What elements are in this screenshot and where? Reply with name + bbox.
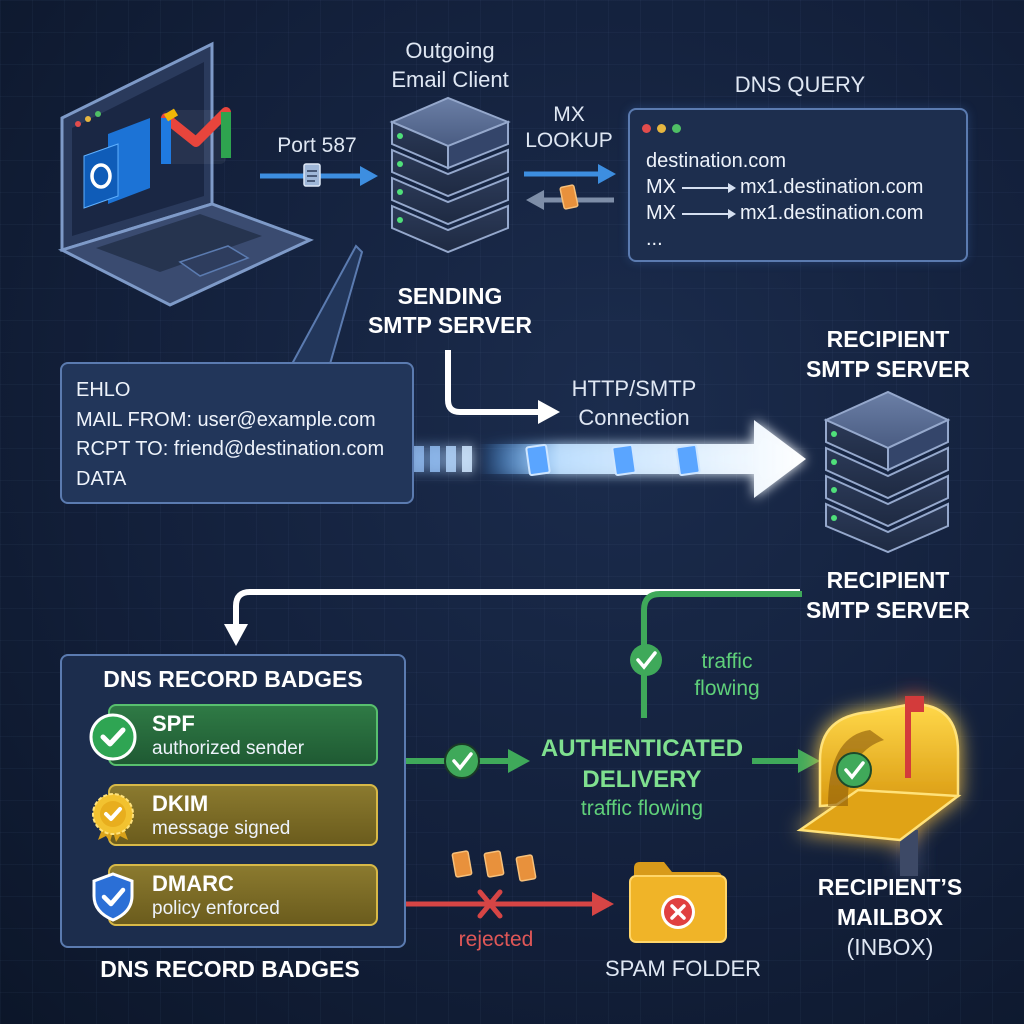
- recipient-mid-line2: SMTP SERVER: [805, 597, 971, 623]
- badges-panel-title: DNS RECORD BADGES: [103, 666, 363, 692]
- traffic-line2: flowing: [694, 677, 760, 700]
- dns-line-left: destination.com: [646, 150, 787, 172]
- dns-line: destination.com: [646, 148, 956, 174]
- auth-line2: DELIVERY: [582, 766, 702, 793]
- badge-name: DKIM: [152, 791, 209, 816]
- smtp-command: EHLO: [76, 379, 131, 401]
- port-arrow: [260, 163, 378, 187]
- badges-bottom-label: DNS RECORD BADGES: [100, 956, 360, 982]
- maximize-dot-icon: [672, 124, 681, 133]
- recipient-top-line2: SMTP SERVER: [805, 356, 971, 382]
- outlook-icon: [83, 118, 150, 209]
- auth-traffic-label: traffic flowing: [580, 797, 704, 820]
- mailbox-line2: MAILBOX: [836, 904, 944, 930]
- close-dot-icon: [642, 124, 651, 133]
- dns-line-right: mx1.destination.com: [740, 176, 924, 198]
- badge-desc: authorized sender: [152, 738, 305, 759]
- connection-label: HTTP/SMTP Connection: [534, 374, 734, 432]
- sending-server-icon: [389, 96, 511, 254]
- authenticated-delivery-label: AUTHENTICATED DELIVERY: [532, 733, 752, 795]
- port-label: Port 587: [277, 134, 357, 157]
- mx-lookup-arrows: [524, 164, 616, 210]
- badge-dmarc: DMARC policy enforced: [92, 864, 378, 926]
- sending-line1: SENDING: [397, 283, 503, 309]
- dns-line: MX mx1.destination.com: [646, 174, 956, 200]
- recipient-server-label-mid: RECIPIENT SMTP SERVER: [790, 565, 986, 625]
- badge-dkim: DKIM message signed: [92, 784, 378, 846]
- connection-bent-arrow: [445, 350, 560, 424]
- dns-line-left: MX: [646, 176, 676, 198]
- envelope-doc-icon: [303, 163, 321, 187]
- spam-folder-icon: [629, 862, 727, 943]
- traffic-flowing-label: traffic flowing: [672, 648, 782, 702]
- recipient-server-icon: [823, 390, 951, 554]
- outgoing-client-line2: Email Client: [391, 67, 509, 92]
- badge-desc: policy enforced: [152, 898, 280, 919]
- mailbox-arrow: [752, 749, 820, 773]
- smtp-commands-bubble: EHLO MAIL FROM: user@example.com RCPT TO…: [60, 362, 414, 504]
- mailbox-line1: RECIPIENT’S: [817, 874, 963, 900]
- right-arrow-icon: [682, 208, 736, 219]
- outgoing-client-label: Outgoing Email Client: [340, 36, 560, 94]
- dns-record-badges-panel: DNS RECORD BADGES SPF authorized sender …: [60, 654, 406, 948]
- mailbox-icon: [796, 696, 962, 876]
- badge-name: DMARC: [152, 871, 234, 896]
- smtp-connection-beam: [414, 420, 806, 498]
- traffic-line: [630, 591, 802, 718]
- connection-line1: HTTP/SMTP: [571, 376, 697, 401]
- dns-line-left: ...: [646, 228, 663, 250]
- spam-folder-label: SPAM FOLDER: [604, 956, 762, 981]
- traffic-line1: traffic: [701, 650, 753, 673]
- smtp-command: RCPT TO: friend@destination.com: [76, 438, 385, 460]
- shield-check-icon: [92, 872, 134, 922]
- mx-lookup-label: MX LOOKUP: [518, 102, 620, 154]
- mailbox-label: RECIPIENT’S MAILBOX (INBOX): [790, 872, 990, 962]
- badge-spf: SPF authorized sender: [89, 704, 378, 766]
- outgoing-client-line1: Outgoing: [405, 38, 495, 63]
- smtp-command: MAIL FROM: user@example.com: [76, 408, 376, 431]
- badge-name: SPF: [152, 711, 195, 736]
- recipient-mid-line1: RECIPIENT: [826, 567, 950, 593]
- auth-arrow: [406, 743, 530, 779]
- dns-query-lines: destination.com MX mx1.destination.com MX…: [646, 148, 956, 252]
- mailbox-line3: (INBOX): [846, 934, 934, 960]
- auth-line1: AUTHENTICATED: [540, 735, 744, 762]
- dns-query-window: destination.com MX mx1.destination.com MX…: [628, 108, 968, 262]
- recipient-server-label-top: RECIPIENT SMTP SERVER: [790, 324, 986, 384]
- window-controls: [642, 120, 687, 138]
- minimize-dot-icon: [657, 124, 666, 133]
- smtp-commands-list: EHLO MAIL FROM: user@example.com RCPT TO…: [76, 376, 384, 494]
- sending-server-label: SENDING SMTP SERVER: [340, 282, 560, 340]
- recipient-top-line1: RECIPIENT: [826, 326, 950, 352]
- check-circle-icon: [89, 713, 137, 761]
- rejected-arrow: [406, 850, 614, 919]
- gmail-icon: [161, 107, 231, 164]
- badge-desc: message signed: [152, 818, 291, 839]
- smtp-command: DATA: [76, 467, 127, 490]
- dns-line: ...: [646, 226, 956, 252]
- connection-line2: Connection: [578, 405, 690, 430]
- rejected-label: rejected: [458, 928, 534, 951]
- return-arrow: [224, 589, 800, 646]
- dns-line-right: mx1.destination.com: [740, 202, 924, 224]
- right-arrow-icon: [682, 182, 736, 193]
- dns-line: MX mx1.destination.com: [646, 200, 956, 226]
- dns-line-left: MX: [646, 202, 676, 224]
- beam-doc-icons: [525, 444, 701, 476]
- sending-line2: SMTP SERVER: [367, 312, 533, 338]
- mx-line2: LOOKUP: [525, 129, 613, 152]
- mx-line1: MX: [553, 103, 585, 126]
- dns-query-title: DNS QUERY: [734, 72, 866, 97]
- gold-seal-icon: [92, 793, 134, 842]
